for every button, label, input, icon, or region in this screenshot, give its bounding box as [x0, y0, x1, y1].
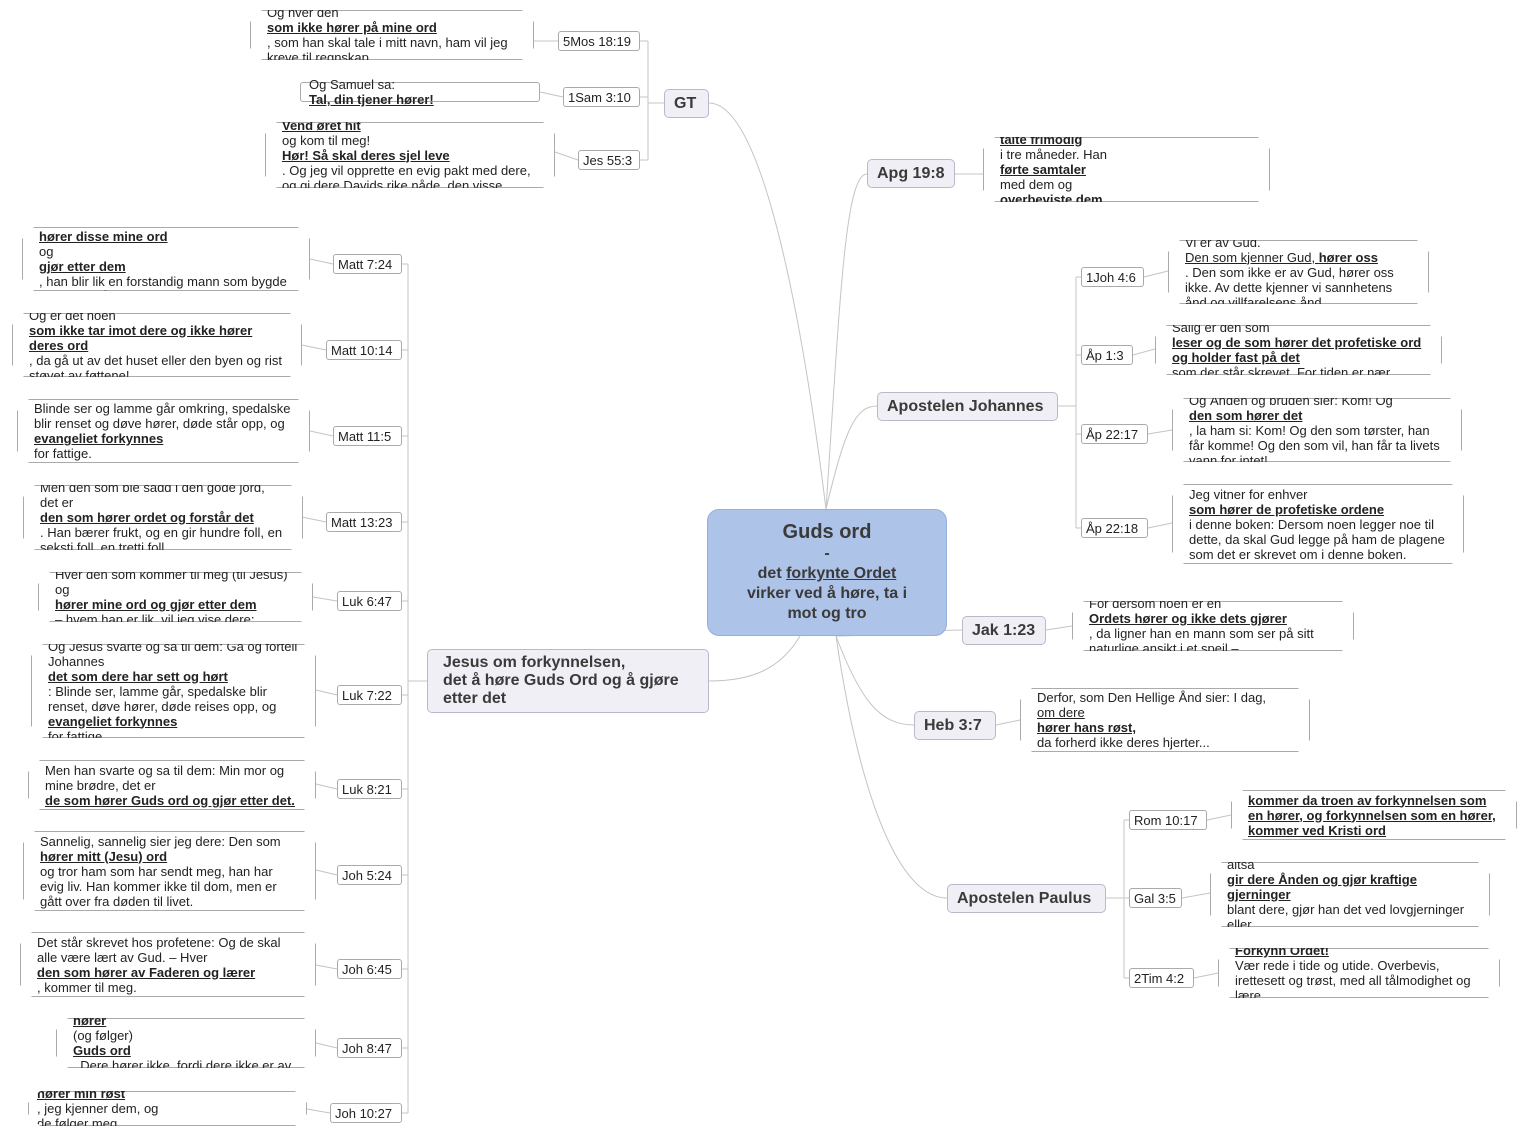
central-topic[interactable]: Guds ord - det forkynte Ordet virker ved… [707, 509, 947, 636]
ref-ap-22-17[interactable]: Åp 22:17 [1081, 424, 1148, 444]
note-5mos-18-19: Og hver den som ikke hører på mine ord, … [250, 10, 534, 60]
note-matt-13-23: Men den som ble sådd i den gode jord, de… [23, 485, 303, 550]
link-jesus [708, 635, 801, 682]
branch-johannes[interactable]: Apostelen Johannes [877, 392, 1058, 421]
link-paulus [835, 635, 948, 899]
ref-gal-3-5[interactable]: Gal 3:5 [1129, 888, 1182, 908]
ref-matt-10-14[interactable]: Matt 10:14 [326, 340, 402, 360]
note-luk-6-47: Hver den som kommer til meg (til Jesus) … [38, 572, 313, 622]
note-jak-1-23: For dersom noen er en Ordets hører og ik… [1072, 601, 1354, 651]
note-joh-8-47: Den som er av Gud, hører (og følger) Gud… [56, 1018, 316, 1068]
central-line3: mot og tro [787, 605, 867, 622]
note-jes-55-3: Vend øret hit og kom til meg! Hør! Så sk… [265, 122, 555, 188]
ref-joh-5-24[interactable]: Joh 5:24 [337, 865, 402, 885]
note-luk-7-22: Og Jesus svarte og sa til dem: Gå og for… [31, 644, 316, 738]
ref-matt-11-5[interactable]: Matt 11:5 [333, 426, 402, 446]
note-rom-10-17: Så kommer da troen av forkynnelsen som e… [1231, 790, 1517, 840]
link-apg [825, 173, 868, 510]
note-joh-10-27: Mine får hører min røst, jeg kjenner dem… [28, 1091, 307, 1126]
ref-matt-13-23[interactable]: Matt 13:23 [326, 512, 402, 532]
central-dash: - [824, 545, 830, 562]
ref-luk-6-47[interactable]: Luk 6:47 [337, 591, 402, 611]
note-joh-6-45: Det står skrevet hos profetene: Og de sk… [20, 932, 316, 997]
ref-ap-22-18[interactable]: Åp 22:18 [1081, 518, 1148, 538]
branch-apg[interactable]: Apg 19:8 [867, 159, 955, 188]
note-ap-22-18: Jeg vitner for enhver som hører de profe… [1172, 484, 1464, 564]
ref-1joh-4-6[interactable]: 1Joh 4:6 [1081, 267, 1144, 287]
ref-jes-55-3[interactable]: Jes 55:3 [578, 150, 640, 170]
ref-matt-7-24[interactable]: Matt 7:24 [333, 254, 402, 274]
branch-jesus[interactable]: Jesus om forkynnelsen, det å høre Guds O… [427, 649, 709, 713]
note-2tim-4-2: Forkynn Ordet! Vær rede i tide og utide.… [1218, 948, 1500, 998]
branch-heb[interactable]: Heb 3:7 [914, 711, 996, 740]
ref-rom-10-17[interactable]: Rom 10:17 [1129, 810, 1207, 830]
ref-joh-10-27[interactable]: Joh 10:27 [330, 1103, 402, 1123]
ref-1sam-3-10[interactable]: 1Sam 3:10 [563, 87, 640, 107]
link-johannes [825, 405, 878, 510]
note-1joh-4-6: Vi er av Gud. Den som kjenner Gud, hører… [1168, 240, 1429, 304]
central-title: Guds ord [782, 521, 872, 543]
central-line2: virker ved å høre, ta i [746, 585, 908, 602]
note-1sam-3-10: Og Samuel sa: Tal, din tjener hører! [300, 77, 540, 107]
link-gt [708, 102, 827, 510]
note-luk-8-21: Men han svarte og sa til dem: Min mor og… [28, 760, 316, 810]
note-ap-22-17: Og Ånden og bruden sier: Kom! Og den som… [1172, 398, 1462, 462]
note-matt-10-14: Og er det noen som ikke tar imot dere og… [12, 313, 302, 377]
note-gal-3-5: Når Gud altså gir dere Ånden og gjør kra… [1210, 862, 1490, 927]
branch-gt[interactable]: GT [664, 89, 709, 118]
ref-2tim-4-2[interactable]: 2Tim 4:2 [1129, 968, 1194, 988]
ref-ap-1-3[interactable]: Åp 1:3 [1081, 345, 1133, 365]
note-ap-1-3: Salig er den som leser og de som hører d… [1155, 325, 1442, 375]
central-line1: det forkynte Ordet [757, 565, 897, 582]
note-matt-7-24: Derfor – hver den som hører disse mine o… [22, 227, 310, 291]
branch-paulus[interactable]: Apostelen Paulus [947, 884, 1106, 913]
ref-joh-6-45[interactable]: Joh 6:45 [337, 959, 402, 979]
branch-jak[interactable]: Jak 1:23 [962, 616, 1046, 645]
ref-joh-8-47[interactable]: Joh 8:47 [337, 1038, 402, 1058]
ref-luk-7-22[interactable]: Luk 7:22 [337, 685, 402, 705]
note-matt-11-5: Blinde ser og lamme går omkring, spedals… [17, 399, 310, 463]
note-apg-19-8: Han (Paulus) gikk så inn i synagogen og … [983, 137, 1270, 202]
note-heb-3-7: Derfor, som Den Hellige Ånd sier: I dag,… [1020, 688, 1310, 752]
note-joh-5-24: Sannelig, sannelig sier jeg dere: Den so… [23, 831, 316, 911]
link-heb [835, 635, 915, 726]
ref-5mos-18-19[interactable]: 5Mos 18:19 [558, 31, 640, 51]
ref-luk-8-21[interactable]: Luk 8:21 [337, 779, 402, 799]
